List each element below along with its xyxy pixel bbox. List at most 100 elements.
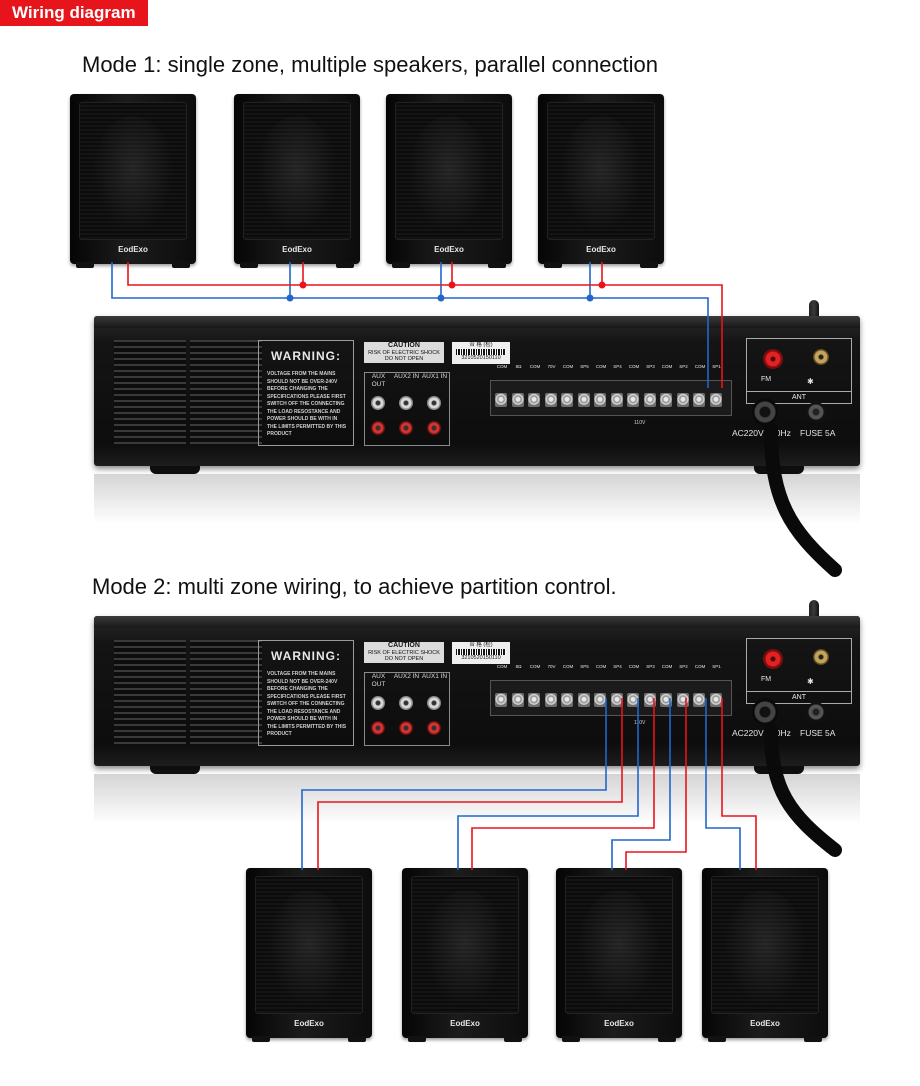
rca-jack-white[interactable] <box>371 696 385 710</box>
terminal-label: SP3 <box>646 364 655 369</box>
rca-jack-red[interactable] <box>371 721 385 735</box>
terminal-screw[interactable] <box>709 693 722 707</box>
speaker-brand: EodExo <box>294 1019 324 1028</box>
caution-line2: DO NOT OPEN <box>384 356 424 362</box>
fm-ant-panel: FM ✱ ANT <box>746 638 852 704</box>
terminal-screw[interactable] <box>660 393 672 407</box>
terminal-screw[interactable] <box>660 693 672 707</box>
terminal-label: COM <box>529 664 541 669</box>
terminal-label: 8Ω <box>515 364 522 369</box>
power-socket[interactable] <box>752 398 778 426</box>
seal-title: 合 格 (检) <box>469 342 493 348</box>
terminal-screw[interactable] <box>544 393 557 407</box>
terminal-screw[interactable] <box>511 393 524 407</box>
rca-jack-white[interactable] <box>371 396 385 410</box>
voltage-label: 110V <box>634 420 646 426</box>
wiring-diagram-tag: Wiring diagram <box>0 0 148 26</box>
bluetooth-icon: ✱ <box>807 377 814 386</box>
speaker-brand: EodExo <box>282 245 312 254</box>
mode2-speaker-2: EodExo <box>402 868 528 1042</box>
fuse-socket[interactable] <box>806 702 826 722</box>
antenna-connector[interactable] <box>813 349 829 365</box>
terminal-label: COM <box>628 364 640 369</box>
rca-jack-white[interactable] <box>399 696 413 710</box>
fuse-label: FUSE 5A <box>800 428 836 438</box>
terminal-screw[interactable] <box>627 693 639 707</box>
antenna-connector[interactable] <box>813 649 829 665</box>
speaker-brand: EodExo <box>118 245 148 254</box>
rca-jack-white[interactable] <box>427 696 441 710</box>
terminal-label: SP2 <box>679 664 688 669</box>
terminal-label: COM <box>562 664 574 669</box>
power-socket[interactable] <box>752 698 778 726</box>
caution-line1: RISK OF ELECTRIC SHOCK <box>368 649 440 656</box>
mode2-title: Mode 2: multi zone wiring, to achieve pa… <box>92 574 617 599</box>
caution-title: CAUTION <box>388 342 420 349</box>
terminal-label: 8Ω <box>515 664 522 669</box>
terminal-label: SP4 <box>613 664 622 669</box>
terminal-screw[interactable] <box>594 693 606 707</box>
rca-jack-white[interactable] <box>399 396 413 410</box>
aux-label: AUX1 IN <box>421 673 448 680</box>
mode2-amplifier: WARNING: VOLTAGE FROM THE MAINS SHOULD N… <box>94 616 860 774</box>
terminal-screw[interactable] <box>528 393 540 407</box>
fuse-socket[interactable] <box>806 402 826 422</box>
warning-title: WARNING: <box>271 349 341 363</box>
caution-line1: RISK OF ELECTRIC SHOCK <box>368 349 440 356</box>
terminal-label: SP5 <box>580 664 589 669</box>
rca-jack-red[interactable] <box>371 421 385 435</box>
speaker-brand: EodExo <box>604 1019 634 1028</box>
terminal-screw[interactable] <box>709 393 722 407</box>
mode2-speaker-4: EodExo <box>702 868 828 1042</box>
terminal-screw[interactable] <box>594 393 606 407</box>
terminal-screw[interactable] <box>693 693 705 707</box>
terminal-screw[interactable] <box>577 393 590 407</box>
terminal-screw[interactable] <box>528 693 540 707</box>
aux-panel: AUX OUT AUX2 IN AUX1 IN <box>364 372 450 446</box>
terminal-label: COM <box>595 364 607 369</box>
terminal-label: 70V <box>547 364 556 369</box>
voltage-label: 110V <box>634 720 646 726</box>
seal-title: 合 格 (检) <box>469 642 493 648</box>
caution-label: CAUTION RISK OF ELECTRIC SHOCK DO NOT OP… <box>364 642 444 663</box>
fm-connector[interactable] <box>763 649 783 669</box>
mode1-wires <box>111 262 723 388</box>
rca-jack-white[interactable] <box>427 396 441 410</box>
rca-jack-red[interactable] <box>399 721 413 735</box>
aux-label: AUX2 IN <box>393 673 420 680</box>
mode1-speaker-4: EodExo <box>538 94 664 268</box>
terminal-screw[interactable] <box>627 393 639 407</box>
terminal-label: COM <box>496 664 508 669</box>
terminal-screw[interactable] <box>693 393 705 407</box>
fm-connector[interactable] <box>763 349 783 369</box>
speaker-brand: EodExo <box>434 245 464 254</box>
warning-panel: WARNING: VOLTAGE FROM THE MAINS SHOULD N… <box>258 640 354 746</box>
rca-jack-red[interactable] <box>399 421 413 435</box>
mode2-wires <box>301 698 757 870</box>
terminal-label: SP3 <box>646 664 655 669</box>
terminal-screw[interactable] <box>643 393 656 407</box>
terminal-label: SP1 <box>712 364 721 369</box>
terminal-screw[interactable] <box>561 393 573 407</box>
terminal-screw[interactable] <box>643 693 656 707</box>
terminal-screw[interactable] <box>561 693 573 707</box>
bluetooth-icon: ✱ <box>807 677 814 686</box>
terminal-screw[interactable] <box>511 693 524 707</box>
terminal-screw[interactable] <box>610 693 623 707</box>
terminal-screw[interactable] <box>495 693 507 707</box>
speaker-brand: EodExo <box>750 1019 780 1028</box>
terminal-screw[interactable] <box>495 393 507 407</box>
terminal-screw[interactable] <box>544 693 557 707</box>
seal-serial: 3210520150110 <box>461 355 501 361</box>
terminal-screw[interactable] <box>577 693 590 707</box>
amplifier-reflection <box>94 474 860 524</box>
rca-jack-red[interactable] <box>427 721 441 735</box>
rca-jack-red[interactable] <box>427 421 441 435</box>
terminal-strip <box>490 380 732 416</box>
terminal-label: COM <box>595 664 607 669</box>
terminal-screw[interactable] <box>610 393 623 407</box>
terminal-screw[interactable] <box>676 393 689 407</box>
terminal-label: COM <box>529 364 541 369</box>
aux-label: AUX OUT <box>371 673 386 688</box>
